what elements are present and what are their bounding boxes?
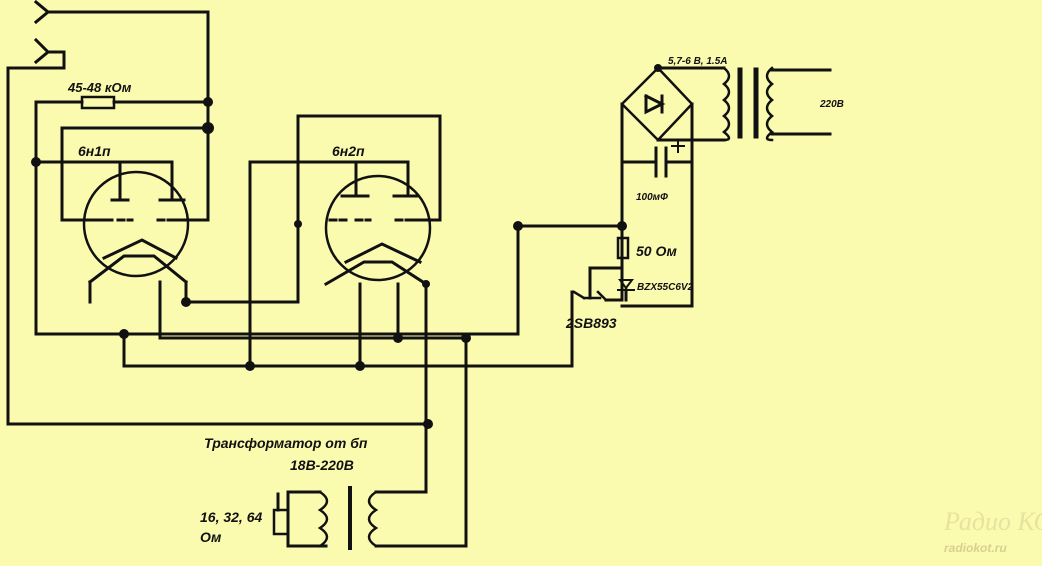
speaker: [272, 508, 290, 536]
watermark-url: radiokot.ru: [944, 541, 1007, 555]
speaker-impedance-unit: Ом: [200, 529, 222, 545]
psu-voltage-label: 5,7-6 В, 1.5А: [668, 56, 727, 67]
tube2-label: 6н2п: [332, 143, 365, 159]
transformer-title: Трансформатор от бп: [204, 435, 368, 451]
resistor-50: [616, 236, 630, 260]
zener-label: BZX55C6V2: [637, 282, 694, 293]
watermark-logo: Радио КОТ: [943, 507, 1042, 536]
tube1-label: 6н1п: [78, 143, 111, 159]
resistor-50-label: 50 Ом: [636, 243, 678, 259]
transformer-ratio: 18В-220В: [290, 457, 354, 473]
mains-label: 220В: [819, 99, 844, 110]
zener-diode: [618, 279, 634, 290]
feedback-resistor-label: 45-48 кОм: [67, 80, 132, 95]
input-jack-bottom: [33, 37, 51, 65]
speaker-impedance-label: 16, 32, 64: [200, 509, 262, 525]
capacitor-label: 100мФ: [636, 192, 668, 203]
feedback-resistor: [80, 95, 116, 110]
tube-6n2p: [324, 174, 432, 282]
transistor-label: 2SB893: [565, 315, 617, 331]
tube-6n1p: [82, 170, 190, 278]
input-jack-top: [33, 0, 51, 25]
diode-bridge: [620, 66, 694, 142]
